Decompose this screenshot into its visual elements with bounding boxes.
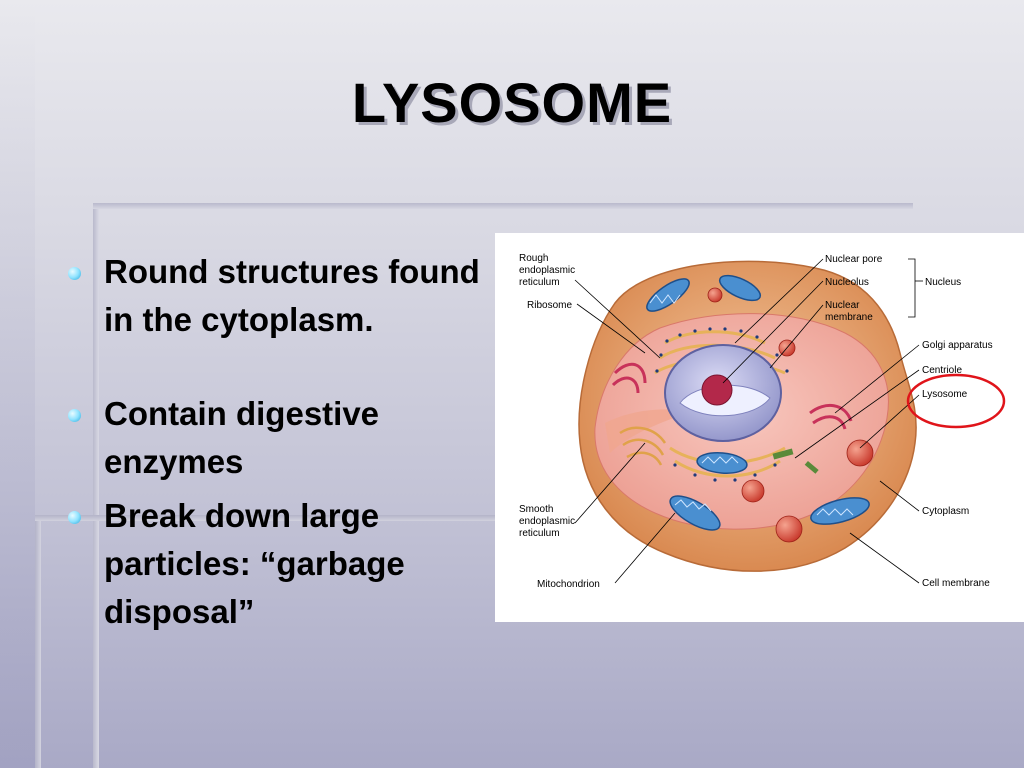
label-nucleolus: Nucleolus: [825, 277, 869, 288]
lysosome-highlight-circle: [906, 373, 1006, 429]
animal-cell-diagram: Rough endoplasmic reticulum Ribosome Smo…: [495, 233, 1024, 622]
decorative-bar-horizontal: [93, 203, 913, 209]
decorative-bar-vertical: [93, 206, 99, 768]
leader-lines: [574, 258, 923, 584]
ribosome-dots: [655, 327, 789, 482]
label-nuclear-pore: Nuclear pore: [825, 254, 883, 265]
bullet-item: Break down large particles: “garbage dis…: [62, 492, 482, 636]
golgi-shapes: [611, 362, 853, 430]
bullet-dot-icon: [68, 267, 81, 280]
bullet-text: Contain digestive enzymes: [104, 395, 380, 480]
bullet-item: Round structures found in the cytoplasm.: [62, 248, 482, 344]
slide-title: LYSOSOME: [351, 71, 673, 134]
bullet-text: Round structures found in the cytoplasm.: [104, 253, 480, 338]
bullet-list: Round structures found in the cytoplasm.…: [62, 248, 482, 658]
label-centriole: Centriole: [922, 365, 962, 376]
centriole-shape: [772, 448, 819, 474]
label-nuclear-membrane: Nuclear membrane: [825, 300, 873, 323]
decorative-bar-vertical-lower: [35, 518, 41, 768]
label-nucleus: Nucleus: [925, 277, 961, 288]
label-cytoplasm: Cytoplasm: [922, 506, 969, 517]
label-smooth-er: Smooth endoplasmic reticulum: [519, 504, 578, 539]
bullet-dot-icon: [68, 409, 81, 422]
bullet-text: Break down large particles: “garbage dis…: [104, 497, 405, 630]
bullet-dot-icon: [68, 511, 81, 524]
nucleolus-shape: [701, 374, 733, 406]
cell-illustration: Rough endoplasmic reticulum Ribosome Smo…: [519, 253, 1006, 590]
label-cell-membrane: Cell membrane: [922, 578, 990, 589]
label-ribosome: Ribosome: [527, 300, 572, 311]
label-mitochondrion: Mitochondrion: [537, 579, 600, 590]
cut-face: [605, 409, 695, 453]
label-golgi: Golgi apparatus: [922, 340, 993, 351]
bullet-item: Contain digestive enzymes: [62, 390, 482, 486]
mitochondria-cristae: [649, 294, 854, 516]
label-rough-er: Rough endoplasmic reticulum: [519, 253, 578, 288]
background-shade: [0, 0, 35, 768]
label-lysosome: Lysosome: [922, 389, 968, 400]
decorative-bar-horizontal-lower: [35, 515, 495, 521]
smooth-er-shape: [619, 426, 667, 466]
